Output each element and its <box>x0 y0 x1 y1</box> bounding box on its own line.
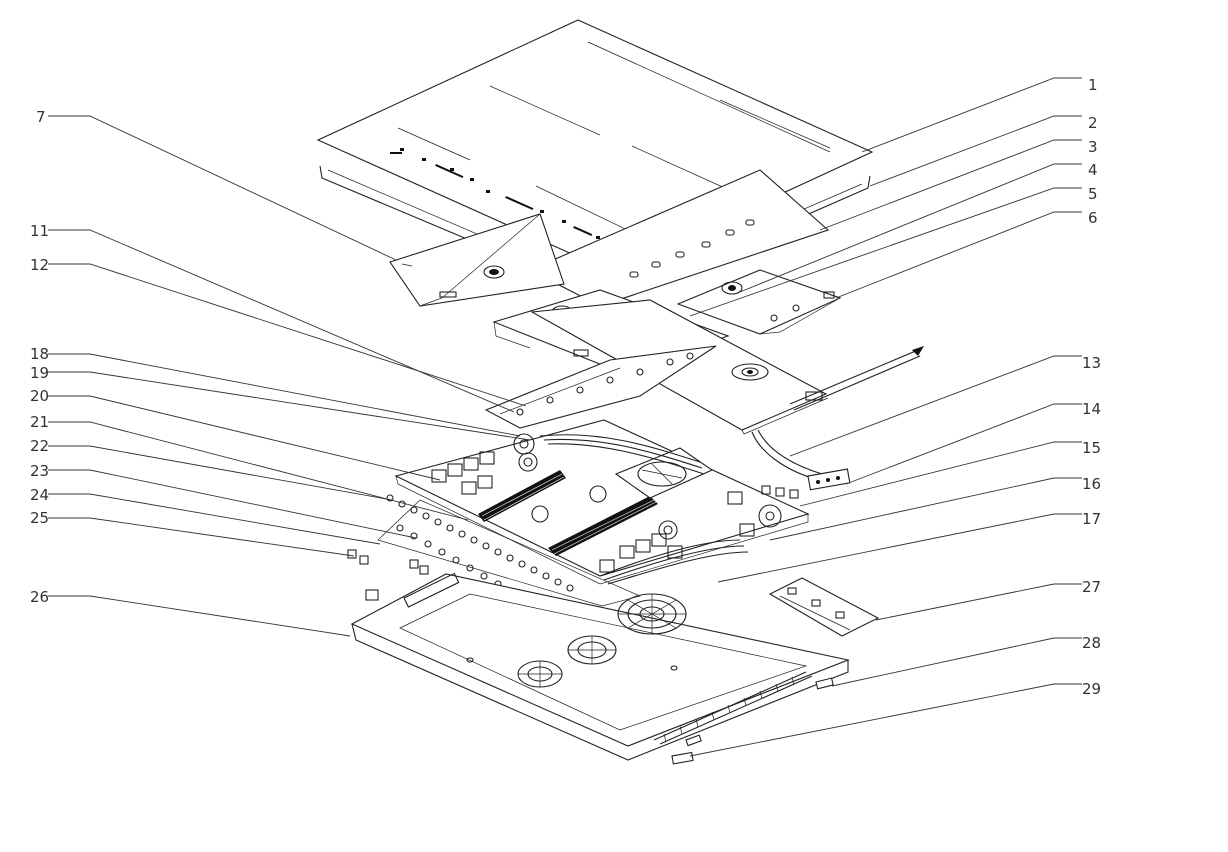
leader-lines <box>48 77 1082 757</box>
callout-25: 25 <box>30 509 49 527</box>
callout-13: 13 <box>1082 354 1101 372</box>
callout-17: 17 <box>1082 510 1101 528</box>
part-small-connector <box>807 468 851 491</box>
callout-19: 19 <box>30 364 49 382</box>
part-clip-28 <box>815 677 834 690</box>
callout-23: 23 <box>30 462 49 480</box>
callout-24: 24 <box>30 486 49 504</box>
callout-2: 2 <box>1088 114 1098 132</box>
callout-15: 15 <box>1082 439 1101 457</box>
fan-grille-small <box>517 660 563 688</box>
callout-22: 22 <box>30 437 49 455</box>
part-clip-29 <box>671 734 702 765</box>
callout-26: 26 <box>30 588 49 606</box>
callout-28: 28 <box>1082 634 1101 652</box>
fan-grille-medium <box>567 635 617 665</box>
part-control-bracket <box>484 345 717 429</box>
callout-6: 6 <box>1088 209 1098 227</box>
callout-11: 11 <box>30 222 49 240</box>
part-component-field <box>377 494 642 608</box>
callout-7: 7 <box>36 108 46 126</box>
heatsink-front <box>548 496 658 556</box>
part-spacers <box>347 549 429 575</box>
part-support-panel <box>528 169 830 307</box>
callout-14: 14 <box>1082 400 1101 418</box>
part-bottom-housing <box>350 572 850 761</box>
callout-4: 4 <box>1088 161 1098 179</box>
callout-5: 5 <box>1088 185 1098 203</box>
callout-16: 16 <box>1082 475 1101 493</box>
callout-1: 1 <box>1088 76 1098 94</box>
part-left-coil-tray <box>389 213 565 307</box>
wiring-harness <box>539 434 749 585</box>
part-side-rail <box>768 577 880 637</box>
fan-grille-large <box>617 593 687 635</box>
callout-12: 12 <box>30 256 49 274</box>
callout-3: 3 <box>1088 138 1098 156</box>
vent-strip <box>653 671 813 745</box>
callout-29: 29 <box>1082 680 1101 698</box>
callout-27: 27 <box>1082 578 1101 596</box>
callout-21: 21 <box>30 413 49 431</box>
part-right-coil-tray <box>676 269 842 335</box>
cooling-fan <box>614 447 714 499</box>
callout-20: 20 <box>30 387 49 405</box>
callout-labels: 1 2 3 4 5 6 7 11 12 13 14 15 16 17 18 19… <box>30 76 1101 698</box>
part-power-pcb <box>394 419 810 585</box>
callout-18: 18 <box>30 345 49 363</box>
heatsink-rear <box>478 470 566 522</box>
